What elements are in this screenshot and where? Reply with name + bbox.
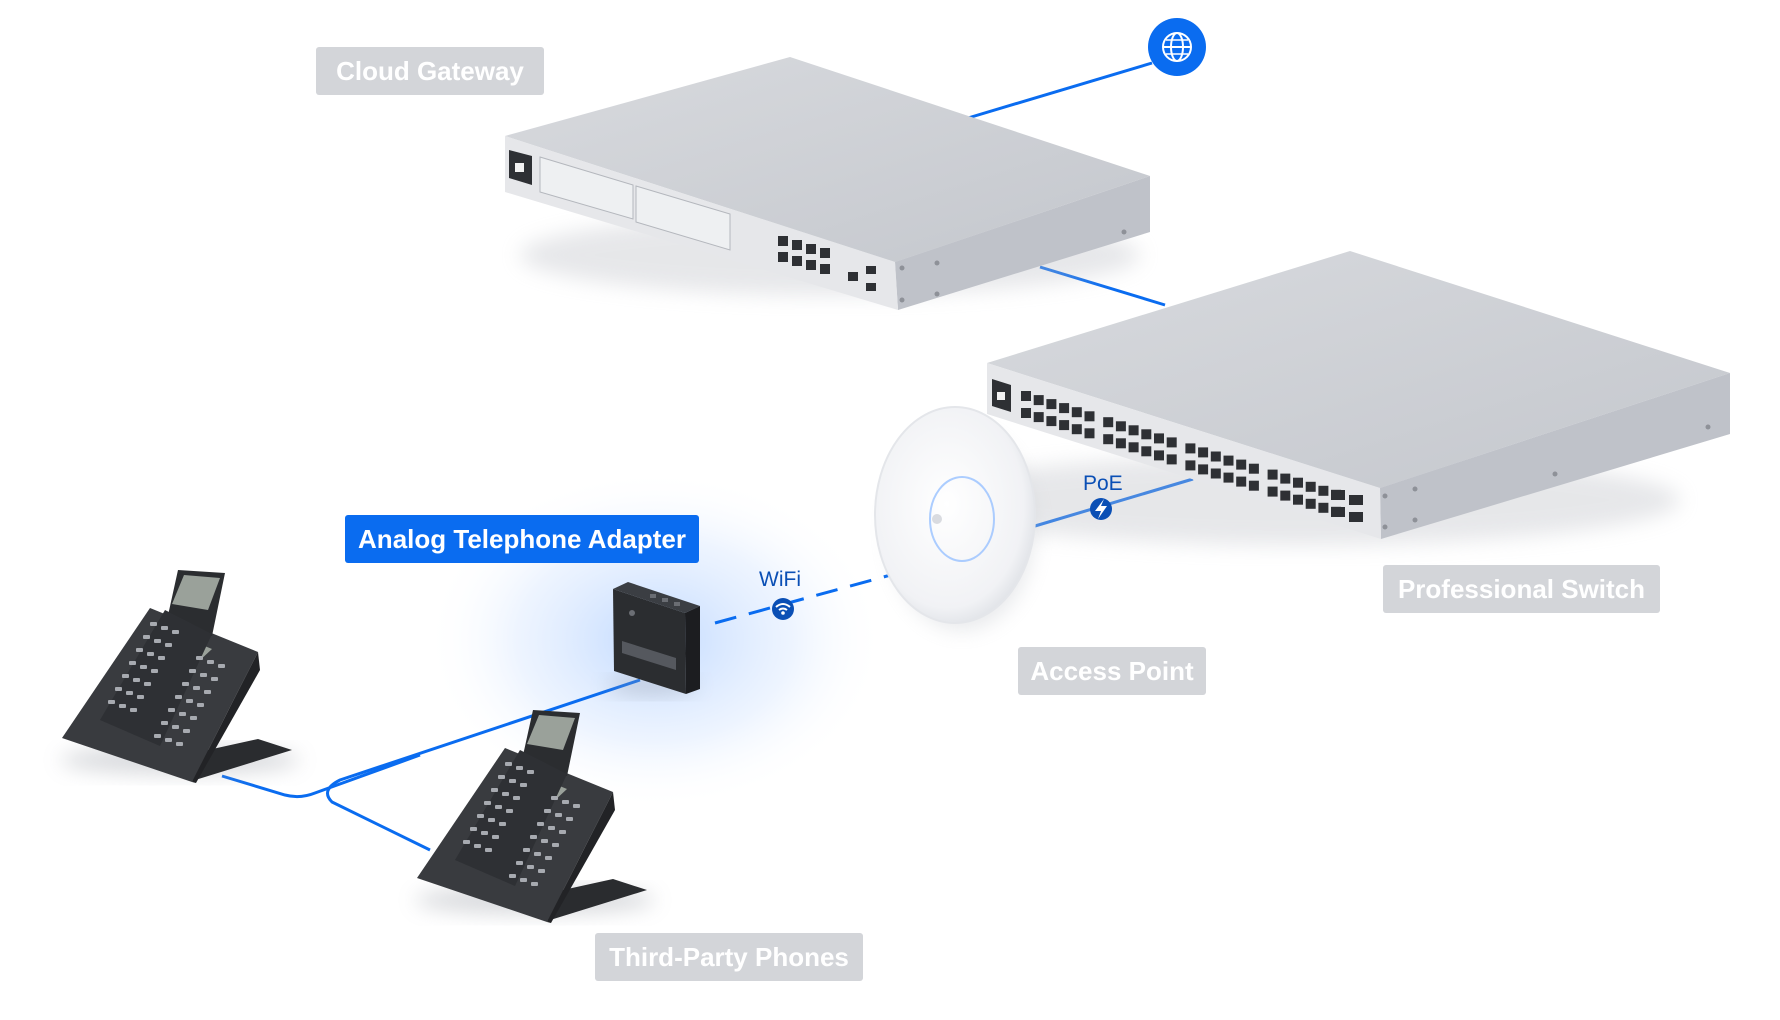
cloud-gateway-label: Cloud Gateway — [316, 47, 544, 95]
lightning-icon — [1090, 498, 1112, 520]
analog-telephone-adapter-label: Analog Telephone Adapter — [345, 515, 699, 563]
phone-device — [60, 570, 300, 783]
third-party-phones-label: Third-Party Phones — [595, 933, 863, 981]
wifi-link-label: WiFi — [759, 568, 801, 591]
internet-link — [957, 61, 1153, 123]
poe-link-label: PoE — [1083, 472, 1123, 495]
professional-switch-device — [920, 251, 1730, 545]
access-point-device — [874, 406, 1036, 630]
ata-phone-link — [326, 678, 641, 852]
phone-phone-link — [221, 753, 421, 799]
access-point-label: Access Point — [1018, 647, 1206, 695]
professional-switch-label: Professional Switch — [1383, 565, 1660, 613]
wifi-icon — [772, 598, 794, 620]
phone-device — [415, 710, 655, 923]
globe-icon — [1148, 18, 1206, 76]
analog-telephone-adapter-device — [607, 582, 700, 694]
cloud-gateway-device — [505, 57, 1150, 310]
wifi-link — [714, 571, 899, 625]
